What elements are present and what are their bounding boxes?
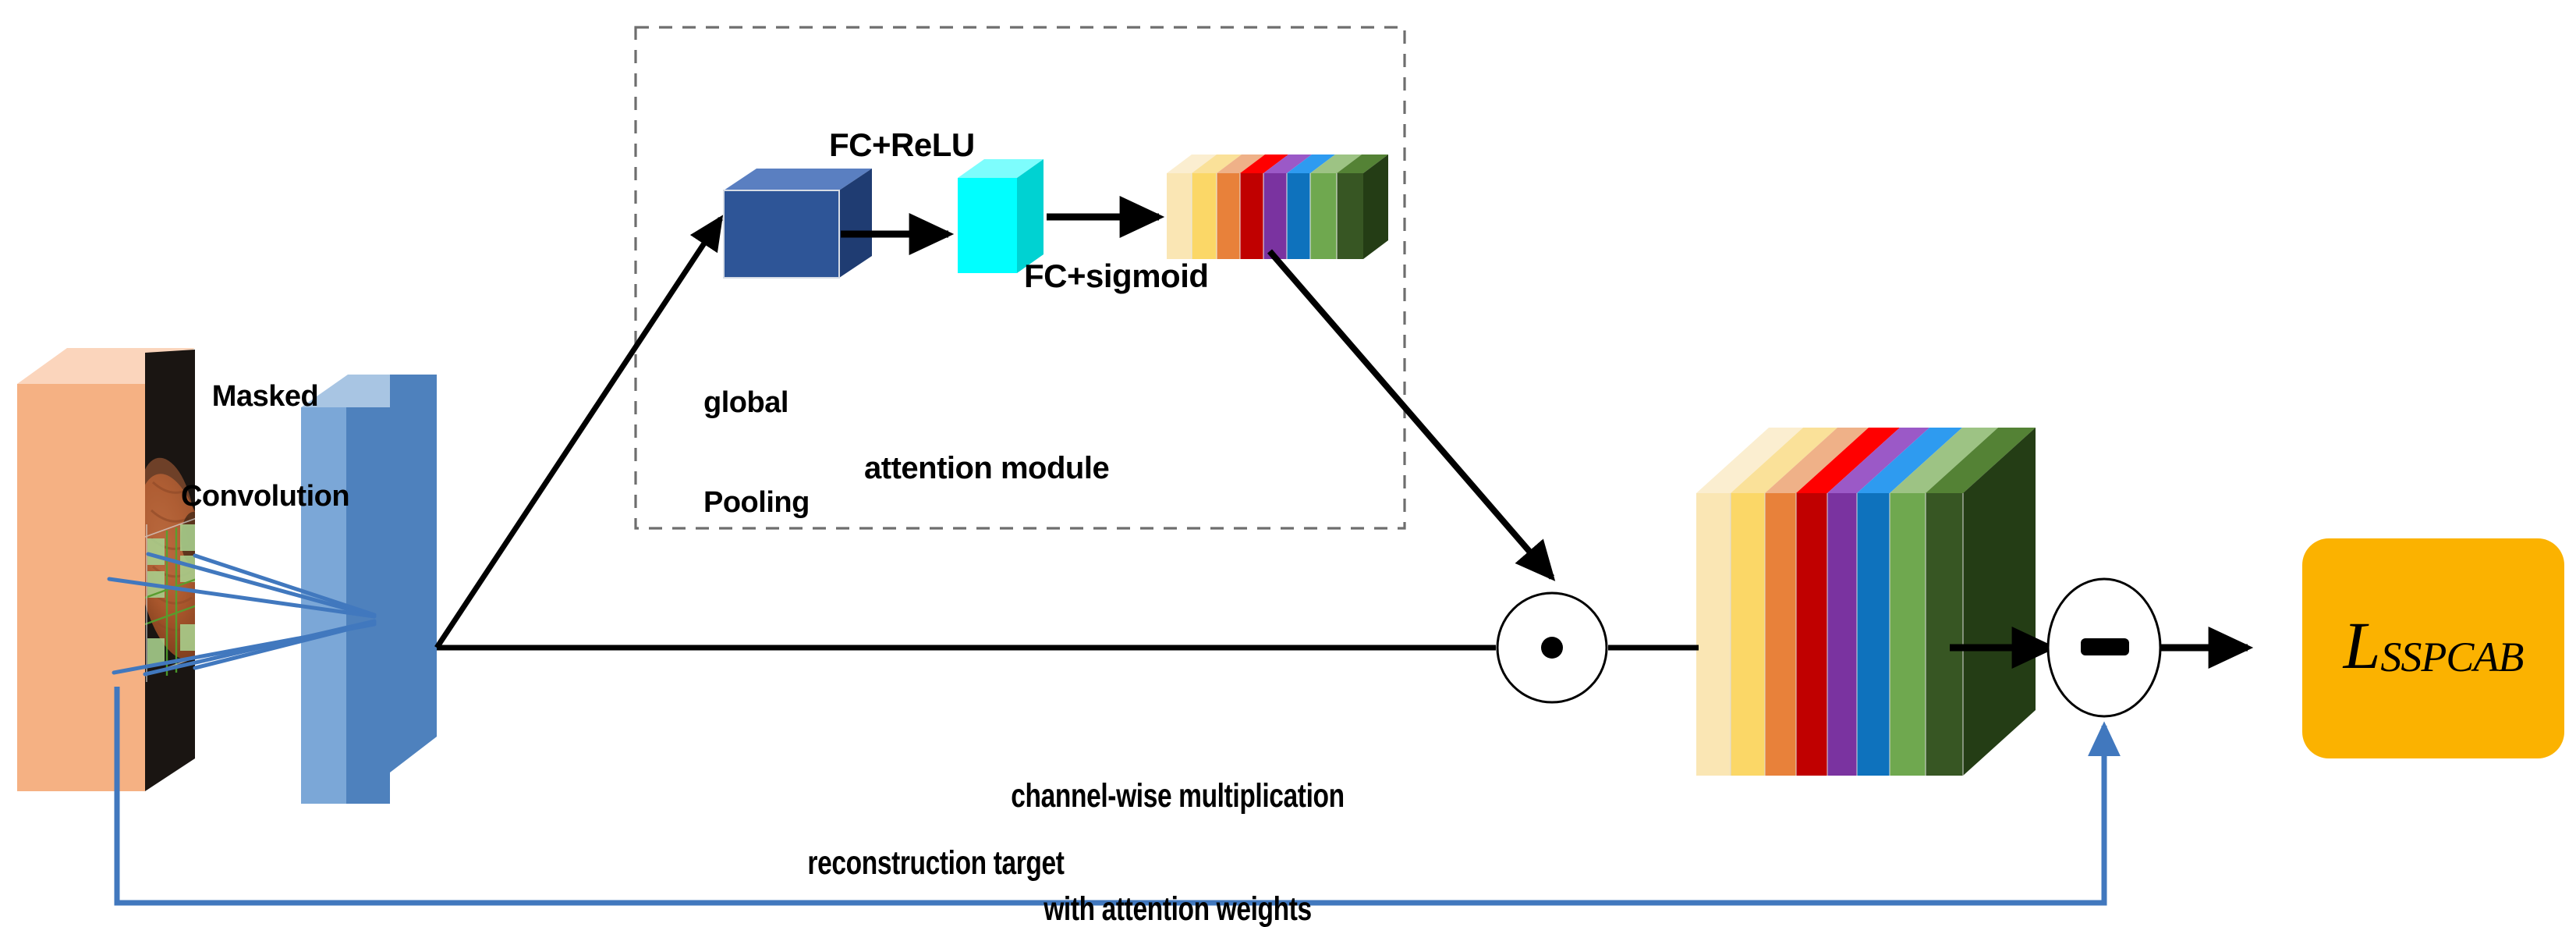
loss-subscript: SSPCAB — [2380, 634, 2524, 681]
global-pooling-label-line2: Pooling — [703, 485, 810, 519]
channel-wise-multiplication-operator — [1496, 591, 1608, 704]
dot-icon — [1541, 637, 1563, 659]
channel-wise-label-line1: channel-wise multiplication — [1011, 777, 1345, 815]
attended-output-volume — [1696, 428, 2036, 776]
subtraction-operator — [2046, 577, 2162, 718]
sspcab-loss-box[interactable]: LSSPCAB — [2302, 538, 2564, 758]
minus-icon — [2081, 638, 2129, 655]
global-pooling-label-line1: global — [703, 386, 788, 420]
arrow-weights-to-multiply — [1267, 249, 1556, 581]
attention-module-boundary — [634, 26, 1406, 530]
reconstruction-target-skip-connection — [114, 687, 2121, 906]
sspcab-loss-text: LSSPCAB — [2344, 612, 2525, 681]
arrow-to-global-pooling — [434, 215, 724, 649]
fc-relu-label: FC+ReLU — [829, 126, 975, 163]
receptive-field-connectors — [107, 552, 377, 677]
channel-wise-label-line2: with attention weights — [1044, 890, 1312, 927]
channel-wise-multiplication-label: channel-wise multiplication with attenti… — [904, 702, 1451, 927]
global-pooling-cube — [723, 169, 872, 279]
masked-convolution-label-line2: Convolution — [180, 479, 350, 513]
input-feature-volume — [17, 348, 195, 791]
reconstruction-target-label: reconstruction target — [807, 844, 1065, 882]
attention-weight-vector — [1167, 154, 1388, 259]
fc-sigmoid-label: FC+sigmoid — [1024, 258, 1209, 294]
loss-symbol: L — [2343, 607, 2381, 683]
fc-relu-cube — [958, 159, 1044, 273]
masked-convolution-label: Masked Convolution — [156, 314, 374, 579]
attention-module-label: attention module — [864, 451, 1110, 485]
masked-convolution-label-line1: Masked — [211, 380, 319, 414]
global-pooling-label: global Pooling — [703, 320, 810, 585]
